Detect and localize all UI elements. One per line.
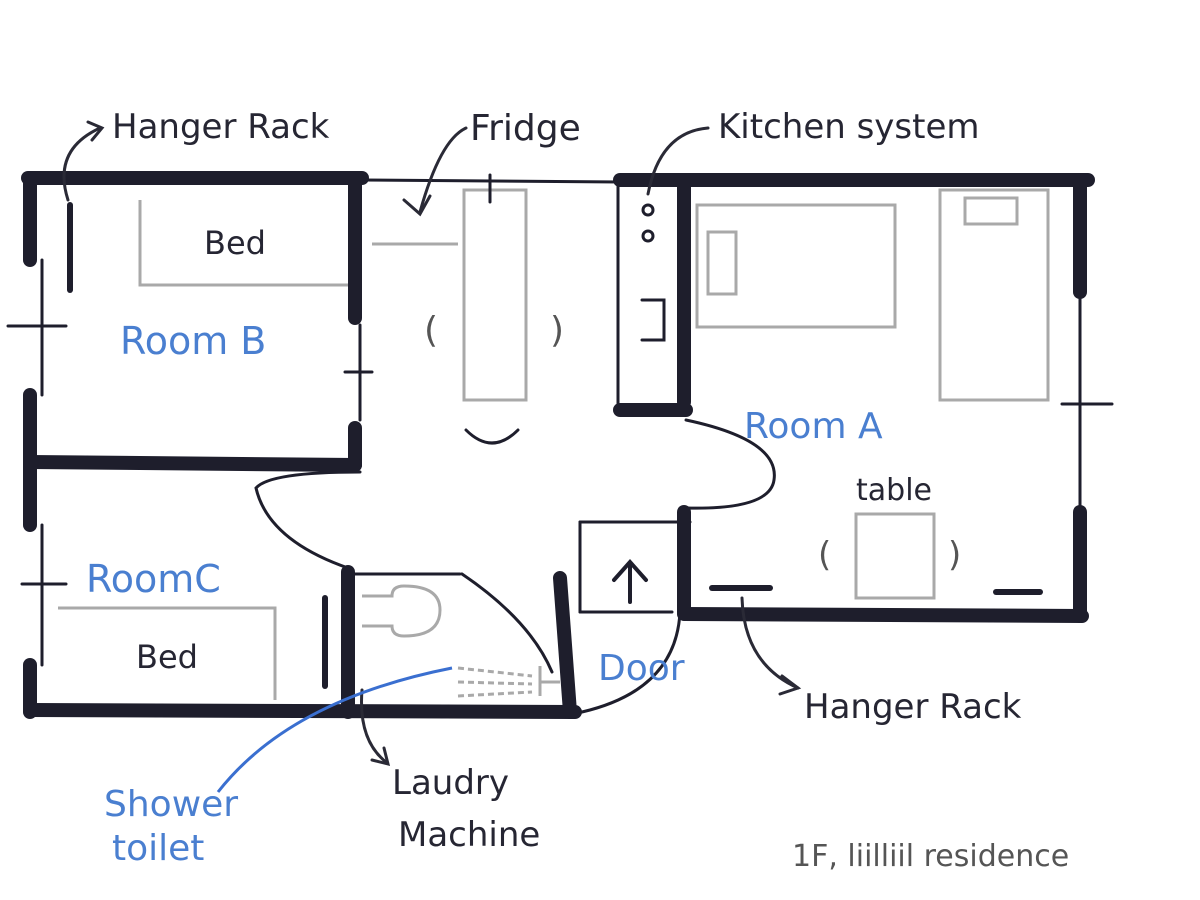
label-bed-room-c: Bed bbox=[136, 638, 198, 676]
kitchen-burner-2 bbox=[641, 229, 655, 243]
wall-bath-right bbox=[553, 571, 577, 719]
arrow-fridge-head bbox=[402, 194, 432, 217]
arrow-hanger-rack-bottom bbox=[740, 596, 800, 690]
arrow-laundry-head bbox=[370, 746, 391, 767]
shower-spray-1 bbox=[457, 666, 533, 678]
label-shower-line1: Shower bbox=[104, 784, 238, 825]
entry-arrow-head bbox=[612, 558, 648, 582]
label-room-c: RoomC bbox=[86, 557, 221, 601]
dining-chair-bottom bbox=[464, 428, 520, 445]
shower-spray-2 bbox=[457, 680, 533, 686]
label-room-a: Room A bbox=[744, 406, 883, 447]
arrow-hanger-rack-top bbox=[62, 126, 102, 202]
shower-spray-3 bbox=[457, 690, 533, 698]
wall-room-a-bottom bbox=[677, 607, 1089, 623]
label-door: Door bbox=[598, 648, 685, 689]
room-a-pillow-1 bbox=[706, 230, 738, 296]
arrow-laundry bbox=[360, 688, 388, 764]
label-hanger-rack-top: Hanger Rack bbox=[112, 107, 330, 147]
dining-chair-right: ) bbox=[550, 310, 564, 351]
arrow-fridge bbox=[418, 126, 468, 214]
arrow-hanger-rack-top-head bbox=[86, 120, 105, 142]
annotation-arrows bbox=[62, 120, 802, 793]
room-a-table bbox=[854, 512, 936, 600]
door-swing-room-c bbox=[254, 470, 362, 570]
kitchen-sink bbox=[640, 298, 666, 342]
kitchen-burner-1 bbox=[641, 203, 655, 217]
door-swing-room-a bbox=[684, 418, 776, 510]
bed-room-b bbox=[138, 200, 348, 287]
room-a-bed-2 bbox=[938, 188, 1050, 402]
chair-right: ) bbox=[948, 535, 961, 575]
dining-chair-left: ( bbox=[424, 310, 438, 351]
room-a-pillow-2 bbox=[963, 196, 1019, 226]
label-fridge: Fridge bbox=[470, 108, 581, 149]
label-kitchen-system: Kitchen system bbox=[718, 107, 980, 147]
furniture: ( ) ( ) bbox=[58, 173, 1050, 700]
label-footer: 1F, liilliil residence bbox=[792, 839, 1069, 874]
room-a-bed-1 bbox=[695, 203, 897, 329]
wall-bottom-left bbox=[23, 703, 582, 719]
labels: Hanger Rack Fridge Kitchen system Bed Ro… bbox=[86, 107, 1069, 874]
toilet bbox=[362, 584, 442, 638]
walls bbox=[6, 171, 1114, 719]
bed-room-c bbox=[58, 606, 277, 700]
wall-room-b-bottom bbox=[23, 455, 362, 472]
label-table: table bbox=[856, 473, 932, 508]
dining-table bbox=[462, 188, 528, 402]
arrow-hanger-rack-bottom-head bbox=[778, 674, 802, 696]
label-room-b: Room B bbox=[120, 319, 266, 363]
arrow-shower bbox=[216, 666, 453, 793]
label-laundry-line2: Machine bbox=[398, 815, 540, 855]
label-laundry-line1: Laudry bbox=[392, 763, 509, 803]
door-swing-entry bbox=[580, 610, 682, 714]
door-swing-bath bbox=[460, 572, 554, 674]
label-bed-room-b: Bed bbox=[204, 224, 266, 262]
arrow-kitchen bbox=[646, 126, 710, 196]
label-shower-line2: toilet bbox=[112, 828, 204, 869]
chair-left: ( bbox=[818, 535, 831, 575]
door-swings bbox=[254, 418, 776, 714]
label-hanger-rack-bottom: Hanger Rack bbox=[804, 687, 1022, 727]
